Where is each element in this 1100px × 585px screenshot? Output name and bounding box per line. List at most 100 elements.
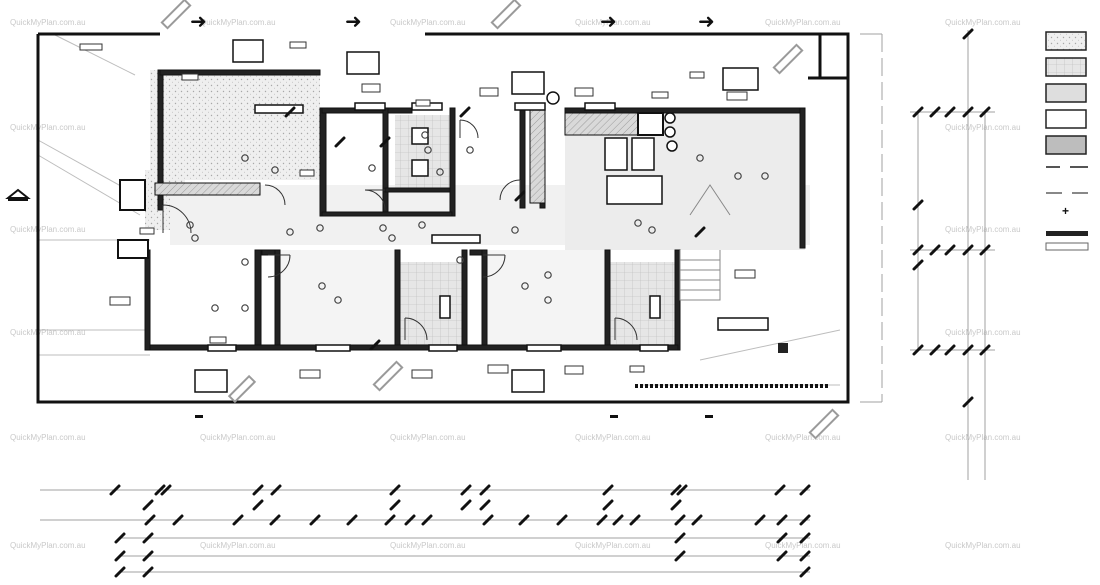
dimension-tick — [776, 514, 788, 526]
dimension-tick — [109, 484, 121, 496]
room-tag — [487, 364, 509, 374]
watermark-text: QuickMyPlan.com.au — [945, 541, 1021, 550]
watermark-text: QuickMyPlan.com.au — [390, 433, 466, 442]
dimension-tick — [776, 532, 788, 544]
dimension-tick — [774, 484, 786, 496]
dimension-tick — [944, 244, 956, 256]
light-fitting — [634, 219, 642, 227]
dimension-tick — [309, 514, 321, 526]
dimension-tick — [404, 514, 416, 526]
room-tag — [564, 365, 584, 375]
light-fitting — [734, 172, 742, 180]
dimension-tick — [754, 514, 766, 526]
dimension-tick — [979, 344, 991, 356]
room-tag — [209, 336, 227, 344]
room-tag — [415, 99, 431, 107]
legend-thick-bar — [1046, 231, 1088, 236]
dimension-tick — [269, 514, 281, 526]
kitchen-island — [606, 175, 663, 205]
legend-swatch-light-fill — [1045, 83, 1087, 103]
legend-double-line — [1045, 242, 1089, 251]
room-tag — [651, 91, 669, 99]
bed3-floor — [485, 250, 605, 345]
watermark-text: QuickMyPlan.com.au — [575, 541, 651, 550]
bench-1 — [604, 137, 628, 171]
dimension-tick — [670, 499, 682, 511]
room-tag — [79, 43, 103, 51]
dimension-tick — [912, 244, 924, 256]
dimension-tick — [482, 514, 494, 526]
dimension-tick — [962, 28, 974, 40]
dimension-tick — [460, 484, 472, 496]
dimension-tick — [799, 484, 811, 496]
dimension-tick — [912, 199, 924, 211]
legend-swatch-grid-fill — [1045, 57, 1087, 77]
dimension-tick — [284, 106, 296, 118]
light-fitting — [544, 271, 552, 279]
dimension-tick — [629, 514, 641, 526]
dimension-tick — [596, 514, 608, 526]
light-fitting — [318, 282, 326, 290]
internal-walls — [117, 69, 806, 351]
dimension-tick — [232, 514, 244, 526]
light-fitting — [388, 234, 396, 242]
dimension-tick — [144, 514, 156, 526]
light-fitting — [456, 256, 464, 264]
dimension-tick — [479, 484, 491, 496]
light-fitting — [316, 224, 324, 232]
light-fitting — [421, 131, 429, 139]
room-tag — [139, 227, 155, 235]
grid-markers — [160, 0, 840, 440]
section-arrow-2: ➜ — [345, 9, 362, 33]
room-tag — [411, 369, 433, 379]
dimension-tick — [270, 484, 282, 496]
light-fittings — [186, 131, 769, 312]
light-fitting — [241, 304, 249, 312]
light-fitting — [511, 226, 519, 234]
light-fitting — [211, 304, 219, 312]
dimension-tick — [369, 339, 381, 351]
dimension-tick — [142, 499, 154, 511]
windows — [207, 102, 669, 352]
light-fitting — [544, 296, 552, 304]
room-tag — [289, 41, 307, 49]
dimension-tick — [114, 532, 126, 544]
dimension-tick — [799, 550, 811, 562]
dimension-tick — [556, 514, 568, 526]
dimension-tick — [114, 550, 126, 562]
light-fitting — [418, 221, 426, 229]
legend-swatch-white-fill — [1045, 109, 1087, 129]
section-arrow-4: ➜ — [698, 9, 715, 33]
watermark-text: QuickMyPlan.com.au — [200, 541, 276, 550]
bed2-floor — [275, 250, 395, 345]
pebble-area-front — [150, 70, 320, 180]
light-fitting — [286, 228, 294, 236]
light-fitting — [191, 234, 199, 242]
light-fitting — [648, 226, 656, 234]
dimension-tick — [676, 484, 688, 496]
bath2-tile — [610, 262, 675, 347]
dimension-tick — [154, 484, 166, 496]
watermark-text: QuickMyPlan.com.au — [765, 18, 841, 27]
fixtures — [194, 39, 769, 393]
dimension-tick — [962, 396, 974, 408]
watermark-text: QuickMyPlan.com.au — [765, 433, 841, 442]
dimension-tick — [912, 344, 924, 356]
car-3 — [511, 71, 545, 95]
stair — [679, 184, 731, 301]
dimension-tick — [979, 244, 991, 256]
dimension-tick — [252, 499, 264, 511]
watermark-text: QuickMyPlan.com.au — [10, 225, 86, 234]
light-fitting — [436, 168, 444, 176]
light-fitting — [241, 154, 249, 162]
section-markers: ➜ ➜ ➜ ➜ — [5, 9, 715, 418]
balcony-rail — [635, 343, 830, 388]
room-tag — [574, 87, 594, 97]
dimension-tick — [962, 344, 974, 356]
legend-swatch-dark-fill — [1045, 135, 1087, 155]
light-fitting — [466, 146, 474, 154]
bath1-tile — [398, 262, 463, 347]
dimension-tick — [459, 106, 471, 118]
